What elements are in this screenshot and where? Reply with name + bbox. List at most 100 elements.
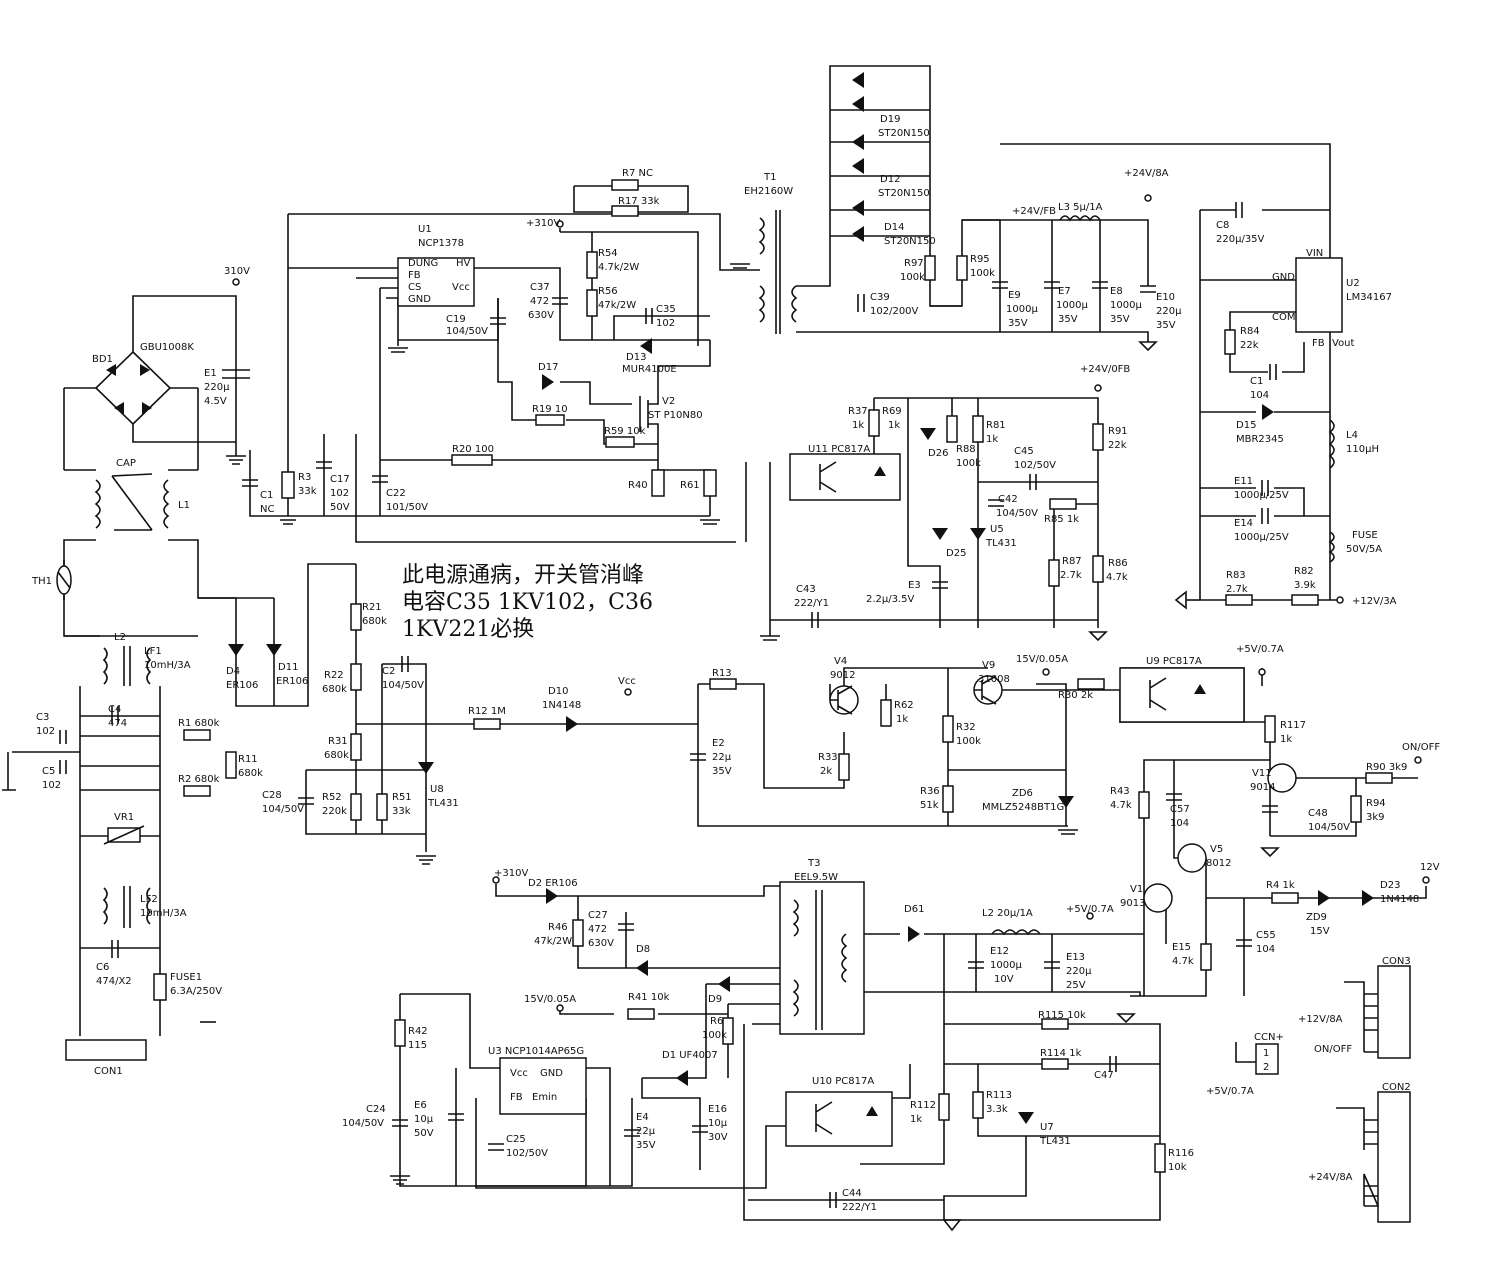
label-u2-fb: FB [1312, 338, 1325, 349]
label-r56-value: 47k/2W [598, 300, 636, 311]
label-c1: C1 [260, 490, 273, 501]
label-u2: U2 [1346, 278, 1360, 289]
label-r11-value: 680k [238, 768, 263, 779]
label-fuse1: FUSE1 [170, 972, 202, 983]
label-r87-value: 2.7k [1060, 570, 1082, 581]
label-r84-value: 22k [1240, 340, 1259, 351]
label-r17: R17 33k [618, 196, 660, 207]
label-e1-value: 220μ [204, 382, 230, 393]
label-r3: R3 [298, 472, 311, 483]
label-e11-value: 1000μ/25V [1234, 490, 1289, 501]
label-e9-voltage: 35V [1008, 318, 1028, 329]
label-v1: V1 [1130, 884, 1143, 895]
label-v24-8a: +24V/8A [1124, 168, 1169, 179]
label-u11: U11 PC817A [808, 444, 870, 455]
label-u3-emin: Emin [532, 1092, 557, 1103]
label-r90: R90 3k9 [1366, 762, 1407, 773]
label-v310-u1: +310V [526, 218, 560, 229]
label-r31: R31 [328, 736, 348, 747]
label-lf2: LF2 [140, 894, 158, 905]
label-con3-onoff: ON/OFF [1314, 1044, 1352, 1055]
label-r82-value: 3.9k [1294, 580, 1316, 591]
label-v5-07a-mid: +5V/0.7A [1066, 904, 1114, 915]
label-r19: R19 10 [532, 404, 568, 415]
label-fuse1-value: 6.3A/250V [170, 986, 222, 997]
label-r88-value: 100k [956, 458, 981, 469]
label-lf2-value: 10mH/3A [140, 908, 187, 919]
label-c43: C43 [796, 584, 816, 595]
label-c19-value: 104/50V [446, 326, 488, 337]
label-d11-part: ER106 [276, 676, 308, 687]
label-u10: U10 PC817A [812, 1076, 874, 1087]
label-d11: D11 [278, 662, 298, 673]
label-e13-voltage: 25V [1066, 980, 1086, 991]
label-d26: D26 [928, 448, 948, 459]
label-v5: V5 [1210, 844, 1223, 855]
label-r52-value: 220k [322, 806, 347, 817]
label-u2-vout: Vout [1332, 338, 1355, 349]
label-r51: R51 [392, 792, 412, 803]
label-c45: C45 [1014, 446, 1034, 457]
label-t1: T1 [763, 172, 776, 183]
label-c6: C6 [96, 962, 109, 973]
label-r22: R22 [324, 670, 344, 681]
label-v24-fb: +24V/FB [1012, 206, 1056, 217]
label-v310-top: 310V [224, 266, 250, 277]
label-r69-value: 1k [888, 420, 900, 431]
label-u8: U8 [430, 784, 444, 795]
label-r11: R11 [238, 754, 258, 765]
label-r97-value: 100k [900, 272, 925, 283]
label-d17: D17 [538, 362, 558, 373]
label-c27: C27 [588, 910, 608, 921]
label-c45-value: 102/50V [1014, 460, 1056, 471]
label-e1: E1 [204, 368, 217, 379]
label-r13: R13 [712, 668, 732, 679]
label-c48: C48 [1308, 808, 1328, 819]
label-v15b: 15V/0.05A [524, 994, 576, 1005]
label-c1b: C1 [1250, 376, 1263, 387]
label-c24-value: 104/50V [342, 1118, 384, 1129]
label-v12: 12V [1420, 862, 1440, 873]
label-e2-value: 22μ [712, 752, 732, 763]
label-fuse: FUSE [1352, 530, 1378, 541]
label-d10-part: 1N4148 [542, 700, 581, 711]
label-e13-value: 220μ [1066, 966, 1092, 977]
label-r91: R91 [1108, 426, 1128, 437]
label-e12-voltage: 10V [994, 974, 1014, 985]
label-c17-value: 102 [330, 488, 349, 499]
label-d1: D1 UF4007 [662, 1050, 718, 1061]
label-u1-vcc: Vcc [452, 282, 470, 293]
label-r95: R95 [970, 254, 990, 265]
label-e4-voltage: 35V [636, 1140, 656, 1151]
label-r113-value: 3.3k [986, 1104, 1008, 1115]
label-c35: C35 [656, 304, 676, 315]
label-d2: D2 ER106 [528, 878, 578, 889]
label-c2-value: 104/50V [382, 680, 424, 691]
label-zd6: ZD6 [1012, 788, 1033, 799]
label-l4: L4 [1346, 430, 1358, 441]
label-e15-value: 4.7k [1172, 956, 1194, 967]
label-vcc: Vcc [618, 676, 636, 687]
label-r112-value: 1k [910, 1114, 922, 1125]
label-c17: C17 [330, 474, 350, 485]
label-r82: R82 [1294, 566, 1314, 577]
label-u1-part: NCP1378 [418, 238, 464, 249]
label-r115: R115 10k [1038, 1010, 1086, 1021]
label-c2: C2 [382, 666, 395, 677]
label-r22-value: 680k [322, 684, 347, 695]
label-c28: C28 [262, 790, 282, 801]
label-d14-part: ST20N150 [884, 236, 936, 247]
label-u2-com: COM [1272, 312, 1295, 323]
label-v5-07a-ccn: +5V/0.7A [1206, 1086, 1254, 1097]
label-r46: R46 [548, 922, 568, 933]
label-r81-value: 1k [986, 434, 998, 445]
label-fuse-value: 50V/5A [1346, 544, 1382, 555]
label-r95-value: 100k [970, 268, 995, 279]
label-c25: C25 [506, 1134, 526, 1145]
label-c22: C22 [386, 488, 406, 499]
label-d13-part: MUR4100E [622, 364, 677, 375]
label-l2b: L2 20μ/1A [982, 908, 1033, 919]
label-v1-part: 9013 [1120, 898, 1145, 909]
label-r52: R52 [322, 792, 342, 803]
